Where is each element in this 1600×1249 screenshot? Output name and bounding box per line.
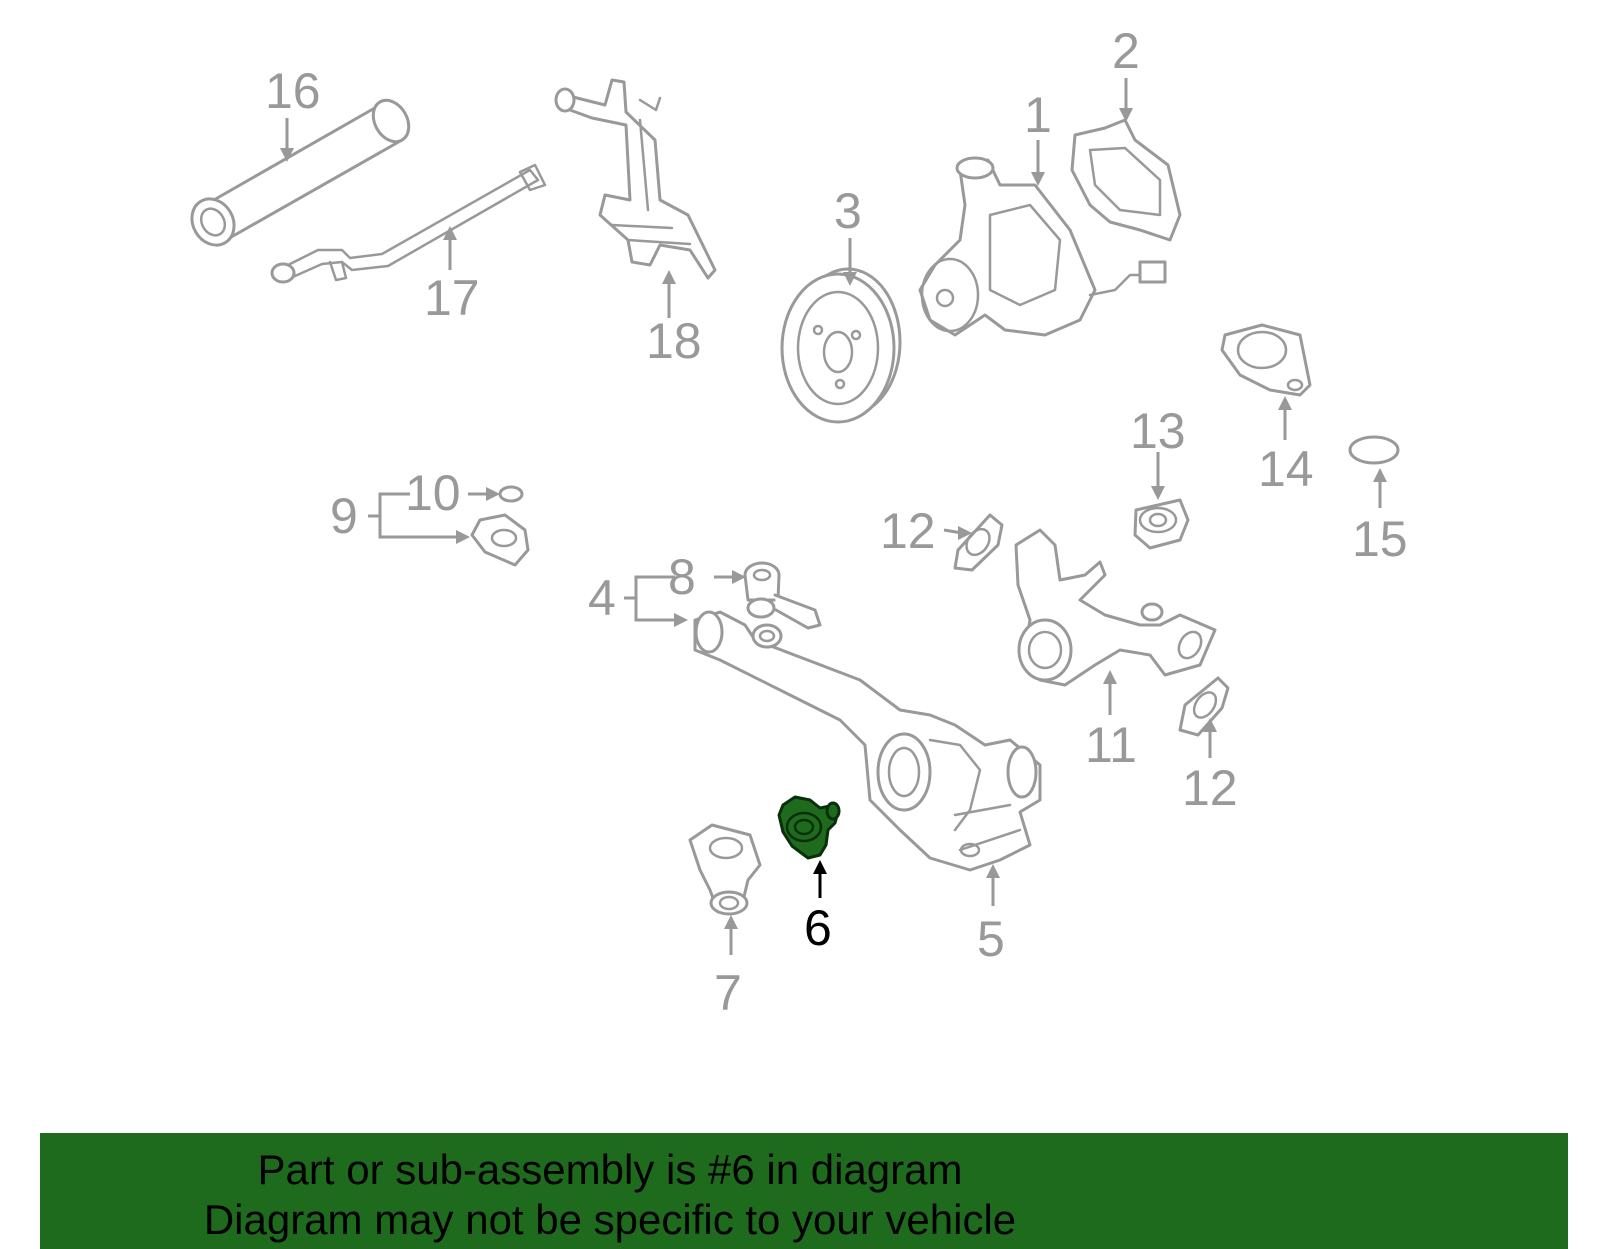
callout-15: 15 — [1352, 511, 1408, 567]
part-11-water-outlet[interactable] — [1014, 528, 1217, 687]
callout-14: 14 — [1258, 441, 1314, 497]
part-10-o-ring[interactable] — [498, 485, 524, 503]
part-12-gasket-lower[interactable] — [1178, 676, 1230, 737]
callout-3: 3 — [834, 183, 862, 239]
banner-disclaimer: Diagram may not be specific to your vehi… — [203, 1196, 1017, 1243]
part-3-pulley[interactable] — [780, 267, 902, 424]
part-13-thermostat[interactable] — [1133, 498, 1190, 550]
info-banner: Part or sub-assembly is #6 in diagram Di… — [40, 1133, 1568, 1249]
leader-lines — [280, 78, 1387, 955]
part-8-pipe-fitting[interactable] — [743, 561, 822, 630]
callout-16: 16 — [265, 63, 321, 119]
callout-labels: 16 17 18 3 1 2 14 15 13 12 11 12 10 9 8 … — [265, 23, 1408, 1021]
banner-part-note: Part or sub-assembly is #6 in diagram — [257, 1146, 963, 1193]
callout-18: 18 — [646, 313, 702, 369]
part-17-bent-tube[interactable] — [270, 163, 547, 284]
callout-12-lower: 12 — [1182, 760, 1238, 816]
callout-12-upper: 12 — [880, 503, 936, 559]
part-5-water-housing[interactable] — [693, 610, 1042, 872]
callout-7: 7 — [714, 965, 742, 1021]
callout-1: 1 — [1024, 87, 1052, 143]
parts-diagram: 16 17 18 3 1 2 14 15 13 12 11 12 10 9 8 … — [184, 23, 1408, 1021]
part-12-gasket-upper[interactable] — [953, 513, 1004, 572]
callout-9: 9 — [330, 488, 358, 544]
callout-13: 13 — [1130, 403, 1186, 459]
callout-10: 10 — [405, 465, 461, 521]
part-1-water-pump[interactable] — [918, 156, 1167, 337]
callout-5: 5 — [977, 911, 1005, 967]
part-2-pump-gasket[interactable] — [1070, 118, 1182, 242]
callout-17: 17 — [424, 270, 480, 326]
part-14-housing-cover[interactable] — [1220, 323, 1312, 397]
callout-4: 4 — [588, 570, 616, 626]
part-6-thermostat-highlighted[interactable] — [777, 795, 841, 860]
part-15-o-ring[interactable] — [1348, 435, 1400, 465]
callout-11: 11 — [1085, 717, 1137, 773]
callout-6-highlighted: 6 — [804, 900, 832, 956]
callout-8: 8 — [668, 549, 696, 605]
callout-2: 2 — [1112, 23, 1140, 79]
part-9-flange[interactable] — [470, 513, 530, 567]
part-7-outlet-elbow[interactable] — [688, 823, 762, 916]
part-16-coolant-pipe[interactable] — [184, 94, 416, 253]
part-18-pipe-bracket[interactable] — [554, 78, 717, 280]
